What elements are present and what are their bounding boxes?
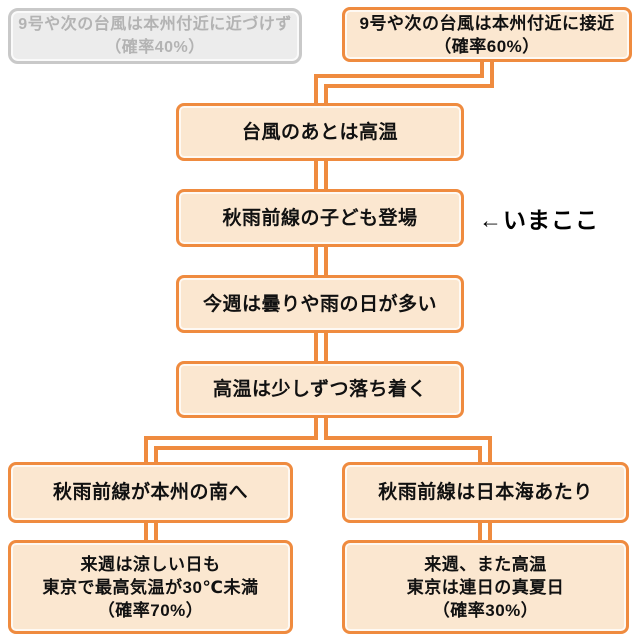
node-cool-next-week: 来週は涼しい日も 東京で最高気温が30℃未満 （確率70%） [8,540,293,634]
node-front-over-japan-sea: 秋雨前線は日本海あたり [342,462,629,523]
node-line: （確率30%） [432,600,539,620]
node-typhoon-approaches: 9号や次の台風は本州付近に接近 （確率60%） [342,7,632,62]
node-line: 秋雨前線が本州の南へ [52,482,248,503]
node-typhoon-stays-away: 9号や次の台風は本州付近に近づけず （確率40%） [8,8,302,64]
node-line: （確率40%） [105,39,205,56]
connector-split-horizontal [144,436,492,464]
node-cloudy-rainy-week: 今週は曇りや雨の日が多い [176,275,464,333]
node-line: 来週、また高温 [424,554,547,574]
node-line: （確率60%） [434,36,540,56]
node-heat-settles-down: 高温は少しずつ落ち着く [176,361,464,418]
node-line: 高温は少しずつ落ち着く [212,379,428,400]
connector-tube-cores [148,58,490,543]
node-line: 東京で最高気温が30℃未満 [42,577,259,597]
node-high-temp-after-typhoon: 台風のあとは高温 [176,103,464,161]
node-line: 秋雨前線の子ども登場 [222,207,418,229]
node-line: 今週は曇りや雨の日が多い [202,293,437,315]
node-line: 秋雨前線は日本海あたり [378,482,593,503]
node-line: 台風のあとは高温 [241,121,398,143]
current-position-marker: ←いまここ [479,207,599,233]
node-line: 9号や次の台風は本州付近に接近 [359,13,615,33]
node-line: （確率70%） [97,600,204,620]
node-autumn-front-child-appears: 秋雨前線の子ども登場 [176,189,464,247]
node-hot-next-week: 来週、また高温 東京は連日の真夏日 （確率30%） [342,540,629,634]
node-line: 9号や次の台風は本州付近に近づけず [18,16,292,33]
node-line: 来週は涼しい日も [80,554,221,574]
node-line: 東京は連日の真夏日 [406,577,565,597]
node-front-moves-south: 秋雨前線が本州の南へ [8,462,293,523]
